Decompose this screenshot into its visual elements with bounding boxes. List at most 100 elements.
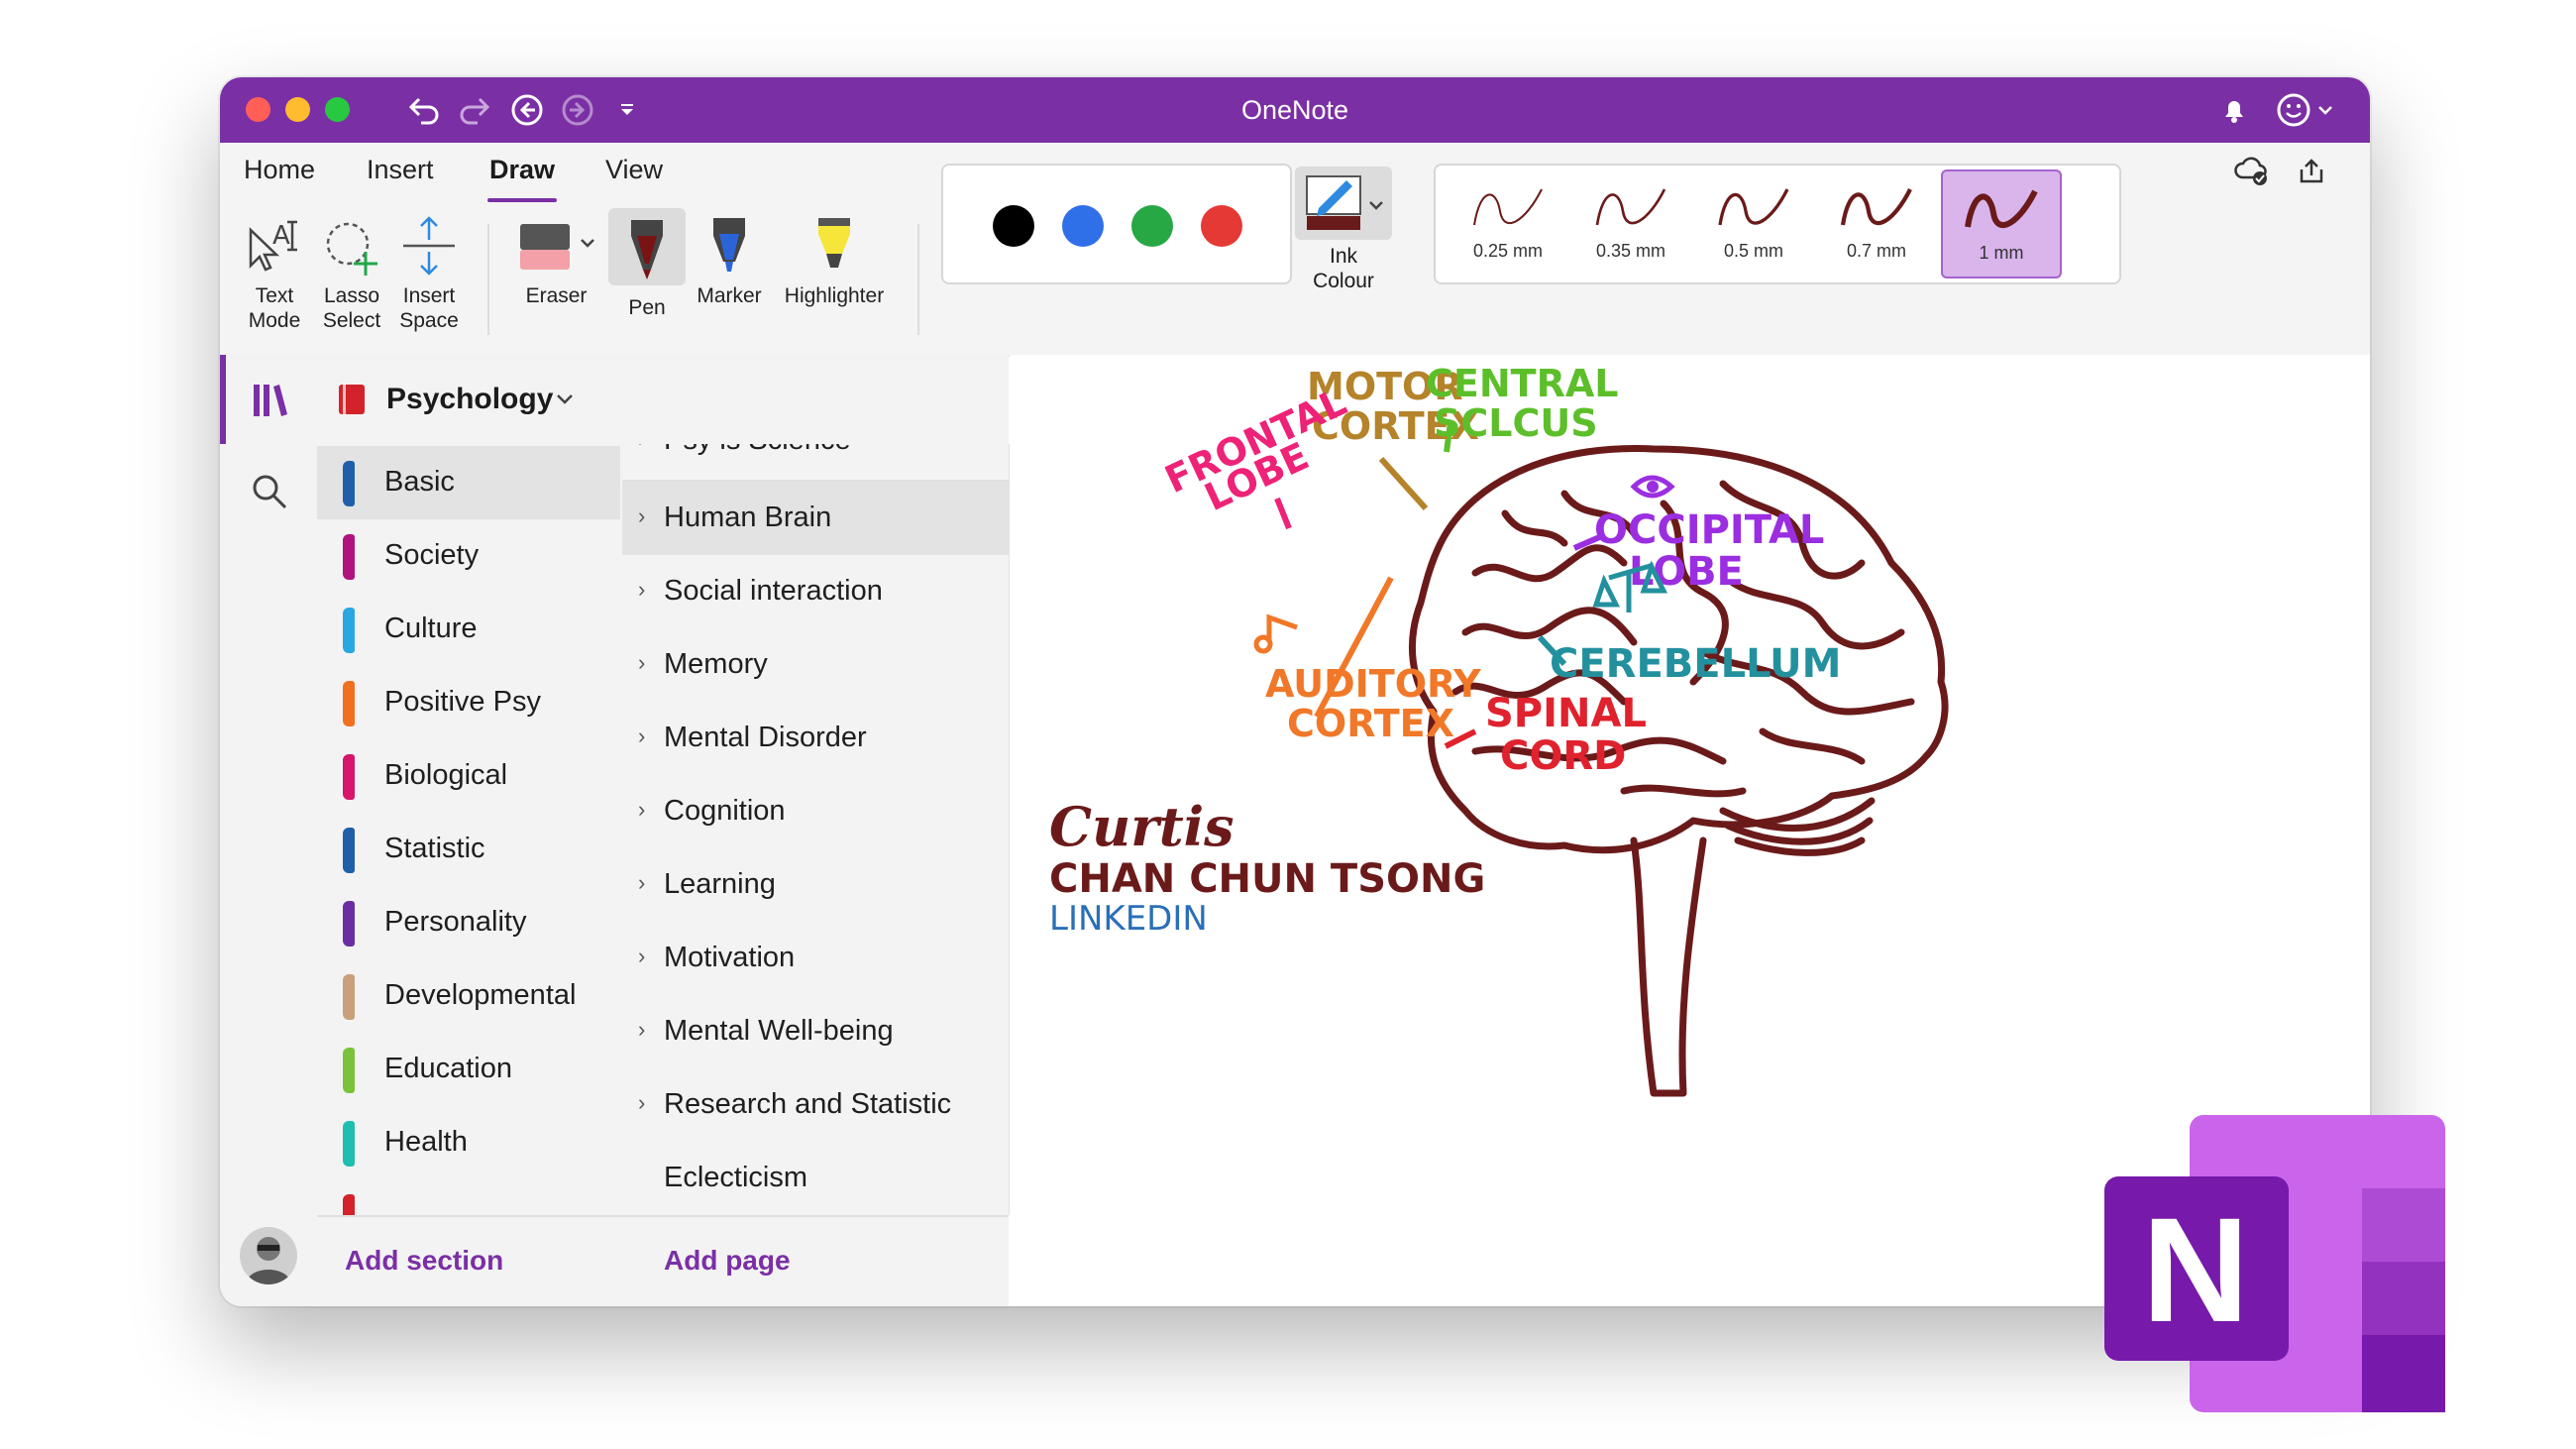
section-label: Health (384, 1126, 468, 1158)
page-label: Human Brain (664, 502, 832, 533)
page-cognition[interactable]: ›Cognition (622, 775, 1009, 848)
page-memory[interactable]: ›Memory (622, 628, 1009, 702)
highlighter-icon (818, 218, 850, 268)
ink-colour-button[interactable]: Ink Colour (1295, 167, 1392, 293)
back-icon[interactable] (506, 89, 548, 131)
undo-icon[interactable] (403, 89, 445, 131)
section-health[interactable]: Health (317, 1106, 620, 1179)
section-footer: Add section (317, 1215, 622, 1306)
svg-text:A: A (272, 221, 290, 251)
sync-status-icon[interactable] (2231, 151, 2273, 192)
page-research-and-statistic[interactable]: › Research and Statistic (622, 1068, 1009, 1142)
page-label: Motivation (664, 942, 796, 973)
ink-colour-label-1: Ink (1329, 245, 1357, 268)
page-label: Cognition (664, 795, 786, 827)
marker-button[interactable]: Marker (690, 214, 769, 308)
signature-text: Curtis (1049, 795, 1234, 858)
page-eclecticism[interactable]: Eclecticism (622, 1142, 1009, 1215)
page-label: Mental Disorder (664, 722, 867, 753)
tab-view[interactable]: View (605, 155, 664, 184)
active-tab-indicator (487, 198, 557, 202)
section-label: Basic (384, 466, 455, 498)
page-learning[interactable]: ›Learning (622, 848, 1009, 922)
text-mode-button[interactable]: A Text Mode (240, 214, 309, 333)
section-biological[interactable]: Biological (317, 739, 620, 813)
pen-button[interactable]: Pen (608, 208, 686, 319)
section-basic[interactable]: Basic (317, 446, 620, 519)
section-culture[interactable]: Culture (317, 593, 620, 666)
highlighter-button[interactable]: Highlighter (775, 214, 894, 308)
section-tab-color (343, 828, 355, 873)
rail-active-indicator (220, 355, 226, 444)
onenote-window: OneNote Home Insert Draw View A Text (220, 77, 2370, 1306)
chevron-right-icon: › (638, 1090, 646, 1115)
thickness-label: 0.5 mm (1723, 241, 1783, 261)
ribbon-divider (487, 224, 489, 335)
ink-color-blue[interactable] (1062, 205, 1104, 247)
avatar[interactable] (240, 1227, 297, 1284)
ink-colour-label-2: Colour (1313, 270, 1374, 292)
section-tab-color (343, 754, 355, 800)
lasso-select-button[interactable]: Lasso Select (317, 214, 386, 333)
section-label: Positive Psy (384, 686, 541, 718)
insert-space-label-1: Insert (402, 284, 456, 307)
customize-dropdown-icon[interactable] (606, 89, 648, 131)
eraser-icon (519, 224, 594, 270)
section-tab-color (343, 681, 355, 726)
eraser-button[interactable]: Eraser (509, 214, 603, 308)
page-mental-well-being[interactable]: ›Mental Well-being (622, 995, 1009, 1068)
thickness-035[interactable]: 0.35 mm (1572, 169, 1689, 275)
tab-draw[interactable]: Draw (489, 155, 556, 184)
thickness-025[interactable]: 0.25 mm (1449, 169, 1566, 275)
section-tab-color (343, 608, 355, 653)
page-human-brain[interactable]: ›Human Brain (622, 482, 1009, 555)
page-psy-is-science[interactable]: ›Psy is Science (622, 444, 1009, 478)
share-icon[interactable] (2291, 151, 2332, 192)
section-list: Basic Society Culture Positive Psy Biolo… (317, 444, 623, 1215)
section-label: Society (384, 539, 480, 571)
brain-sketch (1408, 444, 1949, 1097)
search-icon[interactable] (250, 472, 289, 516)
add-section-button[interactable]: Add section (345, 1245, 504, 1276)
section-label: Culture (384, 613, 478, 644)
tab-insert[interactable]: Insert (367, 155, 434, 184)
page-label: Research and Statistic (664, 1088, 952, 1120)
label-frontal-lobe: FRONTAL LOBE (1158, 380, 1352, 519)
thickness-label: 0.7 mm (1846, 241, 1906, 261)
minimize-window-button[interactable] (285, 97, 310, 122)
thickness-1[interactable]: 1 mm (1941, 169, 2062, 279)
section-positive-psy[interactable]: Positive Psy (317, 666, 620, 739)
insert-space-button[interactable]: Insert Space (394, 214, 464, 333)
section-personality[interactable]: Personality (317, 886, 620, 959)
ink-color-green[interactable] (1131, 205, 1173, 247)
close-window-button[interactable] (246, 97, 270, 122)
pen-label: Pen (628, 296, 666, 319)
note-canvas[interactable]: MOTOR CORTEX CENTRAL SCLCUS FRONTAL LOBE… (1010, 355, 2370, 1306)
redo-icon[interactable] (454, 89, 495, 131)
label-spinal-cord: SPINAL CORD (1485, 691, 1647, 779)
maximize-window-button[interactable] (325, 97, 350, 122)
thickness-05[interactable]: 0.5 mm (1695, 169, 1812, 275)
tab-home[interactable]: Home (244, 155, 316, 184)
page-motivation[interactable]: ›Motivation (622, 922, 1009, 995)
ink-color-red[interactable] (1201, 205, 1242, 247)
svg-text:OCCIPITAL: OCCIPITAL (1594, 507, 1824, 553)
section-label: Biological (384, 759, 508, 791)
section-society[interactable]: Society (317, 519, 620, 593)
page-social-interaction[interactable]: ›Social interaction (622, 555, 1009, 628)
thickness-07[interactable]: 0.7 mm (1818, 169, 1935, 275)
section-education[interactable]: Education (317, 1033, 620, 1106)
ink-color-black[interactable] (993, 205, 1034, 247)
notebooks-icon[interactable] (250, 381, 289, 425)
notebook-picker[interactable]: Psychology (317, 355, 1009, 444)
lasso-select-label-1: Lasso (323, 284, 380, 307)
stroke-preview-icon (1840, 188, 1912, 226)
forward-icon[interactable] (557, 89, 598, 131)
section-statistic[interactable]: Statistic (317, 813, 620, 886)
bell-icon[interactable] (2213, 89, 2255, 131)
add-page-button[interactable]: Add page (664, 1245, 791, 1276)
notebook-icon (339, 385, 365, 414)
page-mental-disorder[interactable]: ›Mental Disorder (622, 702, 1009, 775)
feedback-smiley-icon[interactable] (2273, 89, 2342, 131)
section-developmental[interactable]: Developmental (317, 959, 620, 1033)
